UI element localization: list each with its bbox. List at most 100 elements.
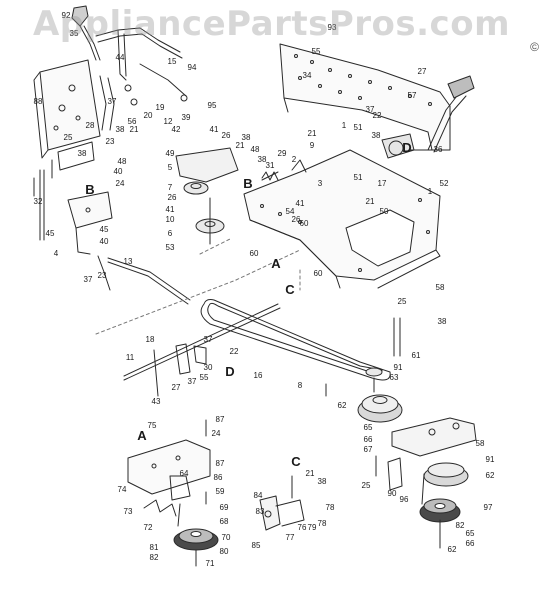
part-callout-number: 24: [116, 179, 125, 188]
part-callout-number: 41: [296, 199, 305, 208]
part-callout-number: 58: [476, 439, 485, 448]
part-callout-number: 58: [436, 283, 445, 292]
part-callout-number: 4: [54, 249, 59, 258]
electric-clutch: [419, 462, 469, 549]
part-callout-number: 37: [204, 335, 213, 344]
pto-bracket: [387, 417, 477, 491]
part-callout-number: 38: [242, 133, 251, 142]
left-bracket-plate: [33, 59, 101, 171]
section-letter-label: A: [271, 256, 281, 271]
part-callout-number: 90: [388, 489, 397, 498]
part-callout-number: 95: [208, 101, 217, 110]
part-callout-number: 74: [118, 485, 127, 494]
part-callout-number: 84: [254, 491, 263, 500]
part-callout-number: 55: [200, 373, 209, 382]
part-callout-number: 72: [144, 523, 153, 532]
part-callout-number: 32: [34, 197, 43, 206]
part-callout-number: 26: [168, 193, 177, 202]
guide-lines: [95, 237, 301, 335]
part-callout-number: 65: [466, 529, 475, 538]
part-callout-number: 60: [250, 249, 259, 258]
part-callout-number: 78: [326, 503, 335, 512]
part-callout-number: 22: [230, 347, 239, 356]
part-callout-number: 20: [144, 111, 153, 120]
part-callout-number: 76: [298, 523, 307, 532]
part-callout-number: 77: [286, 533, 295, 542]
part-callout-number: 26: [292, 215, 301, 224]
part-callout-number: 53: [166, 243, 175, 252]
section-letter-label: B: [85, 182, 94, 197]
part-callout-number: 69: [220, 503, 229, 512]
part-callout-number: 86: [214, 473, 223, 482]
part-callout-number: 37: [366, 105, 375, 114]
section-letter-label: C: [285, 282, 295, 297]
part-callout-number: 42: [172, 125, 181, 134]
part-callout-number: 63: [390, 373, 399, 382]
part-callout-number: 38: [258, 155, 267, 164]
part-callout-number: 70: [222, 533, 231, 542]
part-callout-number: 66: [466, 539, 475, 548]
part-callout-number: 27: [172, 383, 181, 392]
part-callout-number: 96: [400, 495, 409, 504]
part-callout-number: 66: [364, 435, 373, 444]
part-callout-number: 15: [168, 57, 177, 66]
fasteners: [33, 159, 401, 505]
part-callout-number: 92: [62, 11, 71, 20]
part-callout-number: 49: [166, 149, 175, 158]
part-callout-number: 9: [310, 141, 315, 150]
part-callout-number: 94: [188, 63, 197, 72]
section-letter-label: D: [402, 140, 411, 155]
part-callout-number: 45: [46, 229, 55, 238]
part-callout-number: 17: [378, 179, 387, 188]
part-callout-number: 93: [328, 23, 337, 32]
part-callout-number: 6: [168, 229, 173, 238]
part-callout-number: 40: [100, 237, 109, 246]
part-callout-number: 21: [306, 469, 315, 478]
part-callout-number: 78: [318, 519, 327, 528]
part-callout-number: 38: [372, 131, 381, 140]
part-callout-number: 30: [204, 363, 213, 372]
part-callout-number: 34: [303, 71, 312, 80]
part-callout-number: 52: [440, 179, 449, 188]
part-callout-number: 81: [150, 543, 159, 552]
part-callout-number: 2: [292, 155, 297, 164]
part-callout-number: 23: [106, 137, 115, 146]
part-callout-number: 41: [166, 205, 175, 214]
idler-assembly: [175, 147, 307, 245]
part-callout-number: 10: [166, 215, 175, 224]
part-callout-number: 37: [108, 97, 117, 106]
part-callout-number: 54: [286, 207, 295, 216]
part-callout-number: 38: [318, 477, 327, 486]
part-callout-number: 31: [266, 161, 275, 170]
part-callout-number: 51: [354, 173, 363, 182]
part-callout-number: 18: [146, 335, 155, 344]
part-callout-number: 91: [394, 363, 403, 372]
part-callout-number: 68: [220, 517, 229, 526]
part-callout-number: 45: [100, 225, 109, 234]
part-callout-number: 85: [252, 541, 261, 550]
part-callout-number: 25: [398, 297, 407, 306]
part-callout-number: 21: [366, 197, 375, 206]
part-callout-number: 73: [124, 507, 133, 516]
part-callout-number: 55: [312, 47, 321, 56]
part-callout-number: 48: [118, 157, 127, 166]
lift-handle: [381, 75, 475, 159]
part-callout-number: 27: [418, 67, 427, 76]
brake-rod-assembly: [123, 303, 281, 397]
part-callout-number: 51: [354, 123, 363, 132]
part-callout-number: 19: [156, 103, 165, 112]
part-callout-number: 38: [78, 149, 87, 158]
part-callout-number: 16: [254, 371, 263, 380]
part-callout-number: 82: [456, 521, 465, 530]
part-callout-number: 56: [128, 117, 137, 126]
part-callout-number: 1: [428, 187, 433, 196]
part-callout-number: 29: [278, 149, 287, 158]
part-callout-number: 50: [380, 207, 389, 216]
pulley-stack: [357, 367, 403, 423]
part-callout-number: 28: [86, 121, 95, 130]
part-callout-number: 64: [180, 469, 189, 478]
copyright-mark: ©: [530, 40, 539, 54]
part-callout-number: 62: [338, 401, 347, 410]
